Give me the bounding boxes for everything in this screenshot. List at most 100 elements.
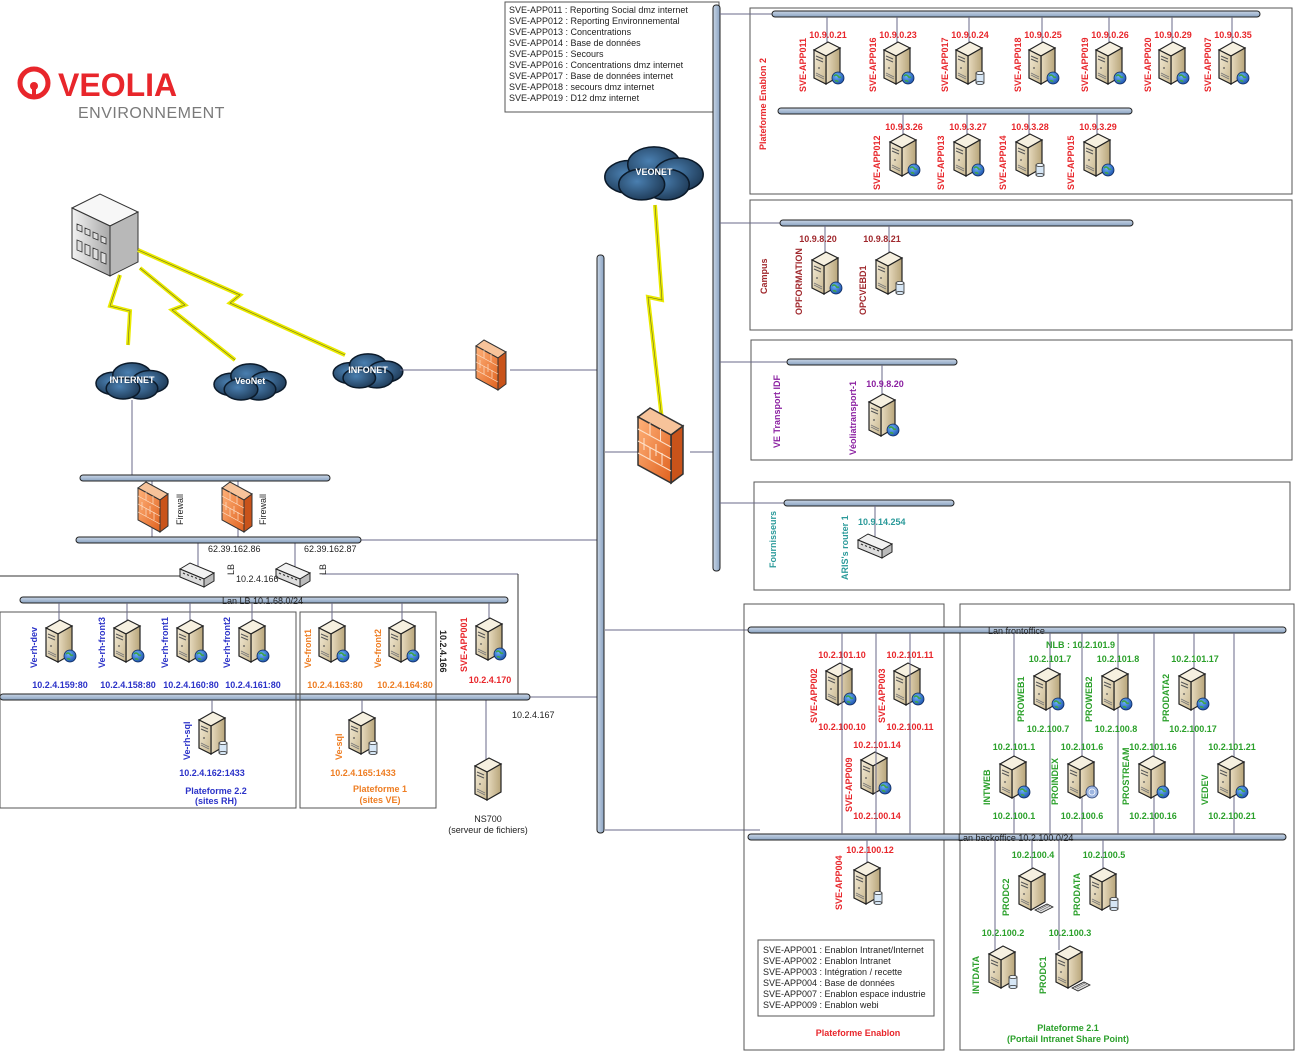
- server-ip: 10.2.4.162:1433: [179, 768, 245, 778]
- network-bus: [0, 693, 531, 701]
- globe-icon: [829, 281, 843, 295]
- server-sve-app013[interactable]: [953, 114, 985, 177]
- panel-plateforme-2-1: [959, 603, 1295, 1051]
- firewall-icon: [475, 339, 507, 391]
- server-ip: 10.2.4.164:80: [377, 680, 433, 690]
- server-sve-app002[interactable]: [825, 662, 857, 706]
- panel-enablon-2: [749, 7, 1293, 195]
- server-name: Ve-rh-sql: [182, 721, 192, 760]
- server-prodc2[interactable]: [1018, 840, 1054, 914]
- server-sve-app017[interactable]: [955, 17, 985, 85]
- lan-frontoffice-label: Lan frontoffice: [988, 626, 1045, 636]
- server-ve-rh-front3[interactable]: [113, 603, 145, 663]
- server-ip: 10.9.8.20: [866, 379, 904, 389]
- server-sve-app001[interactable]: [475, 603, 507, 661]
- server-name: INTDATA: [971, 955, 981, 994]
- lb1-ip: 62.39.162.86: [208, 544, 261, 554]
- database-icon: [1109, 897, 1119, 911]
- server-prodata2[interactable]: [1178, 667, 1210, 711]
- network-bus: [75, 536, 362, 544]
- server-ve-rh-dev[interactable]: [45, 603, 77, 663]
- legend-item: SVE-APP015 : Secours: [509, 49, 604, 59]
- server-ve-front2[interactable]: [388, 603, 420, 663]
- server-proindex[interactable]: [1067, 755, 1099, 799]
- server-ip: 10.9.0.25: [1024, 30, 1062, 40]
- database-icon: [975, 71, 985, 85]
- globe-icon: [1051, 697, 1065, 711]
- server-opcvebd1[interactable]: [875, 226, 905, 296]
- server-sve-app016[interactable]: [883, 17, 915, 85]
- logo-subtitle: ENVIRONNEMENT: [78, 105, 225, 122]
- server-sve-app015[interactable]: [1083, 114, 1115, 177]
- server-ip-front: 10.2.101.8: [1097, 654, 1140, 664]
- wan-links: [107, 204, 665, 421]
- server-ve-rh-front2[interactable]: [238, 603, 270, 663]
- server-sve-app019[interactable]: [1095, 17, 1127, 85]
- server-ip: 10.2.4.160:80: [163, 680, 219, 690]
- globe-icon: [131, 649, 145, 663]
- server-vedev[interactable]: [1217, 755, 1249, 799]
- legend-item: SVE-APP019 : D12 dmz internet: [509, 93, 640, 103]
- server-sve-app003[interactable]: [893, 662, 925, 706]
- server-sve-app020[interactable]: [1158, 17, 1190, 85]
- campus-title: Campus: [759, 258, 769, 294]
- server-prodata[interactable]: [1089, 840, 1119, 911]
- server-ip-front: 10.2.101.17: [1171, 654, 1219, 664]
- server-opformation[interactable]: [811, 226, 843, 295]
- lb-internal-ip: 10.2.4.166: [236, 574, 279, 584]
- backbone-bus: [596, 254, 605, 834]
- server-ip: 10.2.4.165:1433: [330, 768, 396, 778]
- server-ns700[interactable]: [474, 757, 502, 801]
- server-name: SVE-APP001: [459, 617, 469, 672]
- lb2-ip: 62.39.162.87: [304, 544, 357, 554]
- server-name: SVE-APP020: [1143, 37, 1153, 92]
- server-sve-app018[interactable]: [1028, 17, 1060, 85]
- server-ve-rh-front1[interactable]: [176, 603, 208, 663]
- server-ip-back: 10.2.100.8: [1095, 724, 1138, 734]
- server-veoliatransport-1[interactable]: [868, 365, 900, 437]
- server-ve-sql[interactable]: [348, 700, 378, 755]
- router-ip: 10.9.14.254: [858, 517, 906, 527]
- server-prodc1[interactable]: [1055, 945, 1091, 992]
- server-intdata[interactable]: [988, 945, 1018, 989]
- search-globe-icon: [1085, 785, 1099, 799]
- server-proweb2[interactable]: [1101, 667, 1133, 711]
- server-ip-front: 10.2.101.14: [853, 740, 901, 750]
- legend-item: SVE-APP011 : Reporting Social dmz intern…: [509, 5, 688, 15]
- panel-enablon: [743, 603, 945, 1051]
- globe-icon: [843, 692, 857, 706]
- legend-item: SVE-APP014 : Base de données: [509, 38, 641, 48]
- server-ip-back: 10.2.100.1: [993, 811, 1036, 821]
- globe-icon: [336, 649, 350, 663]
- server-sve-app014[interactable]: [1015, 114, 1045, 178]
- server-ip-front: 10.2.101.21: [1208, 742, 1256, 752]
- server-ip: 10.2.100.12: [846, 845, 894, 855]
- server-sve-app012[interactable]: [889, 114, 921, 177]
- globe-icon: [911, 692, 925, 706]
- server-ip: 10.2.4.170: [469, 675, 512, 685]
- firewall-icon: [637, 407, 684, 484]
- server-ve-front1[interactable]: [318, 603, 350, 663]
- globe-icon: [256, 649, 270, 663]
- globe-icon: [907, 163, 921, 177]
- legend-item: SVE-APP003 : Intégration / recette: [763, 967, 902, 977]
- server-name: OPCVEBD1: [858, 265, 868, 315]
- server-name: Véoliatransport-1: [848, 381, 858, 455]
- veolia-logo: VEOLIA ENVIRONNEMENT: [17, 66, 225, 122]
- lan-lb-label: Lan LB 10.1.68.0/24: [222, 596, 303, 606]
- lb-label: LB: [226, 564, 236, 575]
- server-sve-app007[interactable]: [1218, 17, 1250, 85]
- globe-icon: [831, 71, 845, 85]
- server-ip-front: 10.2.101.6: [1061, 742, 1104, 752]
- server-proweb1[interactable]: [1033, 667, 1065, 711]
- legend-item: SVE-APP016 : Concentrations dmz internet: [509, 60, 684, 70]
- server-sve-app004[interactable]: [853, 840, 883, 905]
- server-prostream[interactable]: [1138, 755, 1170, 799]
- globe-icon: [901, 71, 915, 85]
- server-icon: [1018, 867, 1046, 911]
- server-sve-app011[interactable]: [813, 17, 845, 85]
- server-ve-rh-sql[interactable]: [198, 700, 228, 755]
- server-ip: 10.2.100.4: [1012, 850, 1055, 860]
- server-intweb[interactable]: [999, 755, 1031, 799]
